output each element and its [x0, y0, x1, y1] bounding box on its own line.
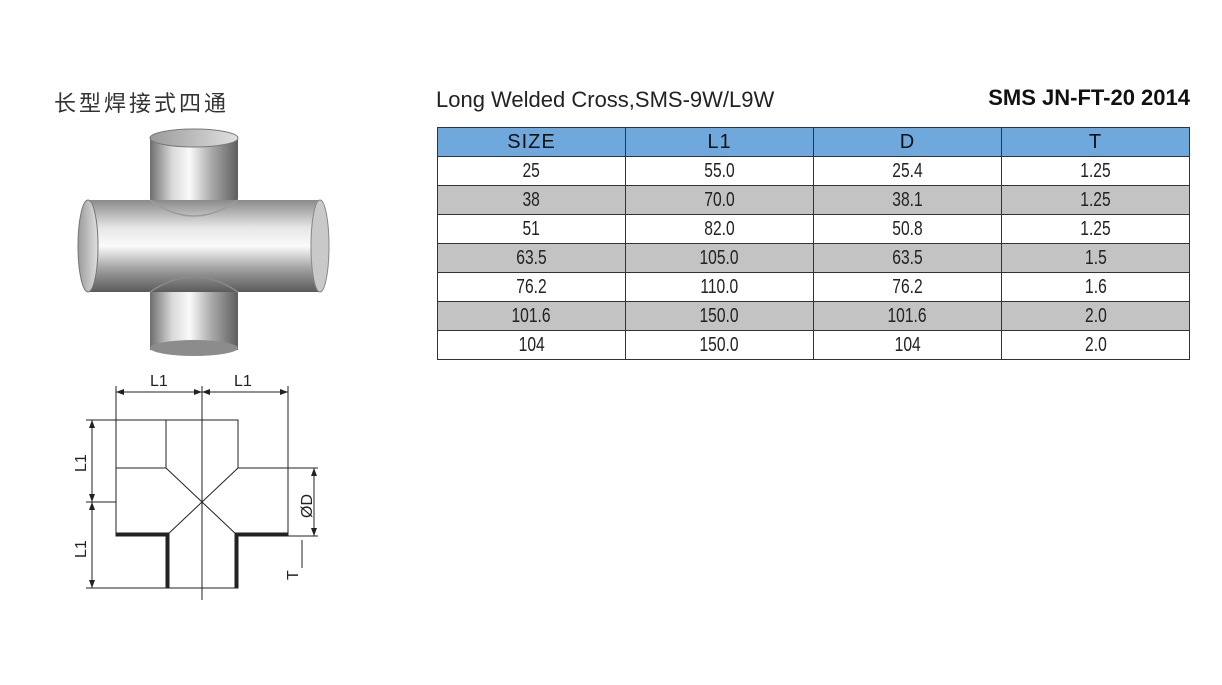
dim-t: T — [285, 570, 302, 580]
product-photo — [77, 128, 330, 356]
cell-d: 76.2 — [813, 272, 1002, 302]
dim-l1-side-lower: L1 — [73, 540, 90, 558]
col-l1-header: L1 — [625, 127, 814, 157]
technical-drawing: L1 L1 L1 L1 ØD T — [73, 373, 318, 600]
table-header-row: SIZE L1 D T — [437, 127, 1190, 157]
cell-t: 2.0 — [1001, 330, 1190, 360]
cell-size: 101.6 — [437, 301, 626, 331]
cell-d: 50.8 — [813, 214, 1002, 244]
dim-d: ØD — [299, 494, 316, 518]
bottom-opening — [150, 340, 238, 356]
cell-t: 2.0 — [1001, 301, 1190, 331]
dim-l1-side-upper: L1 — [73, 454, 90, 472]
cell-l1: 110.0 — [625, 272, 814, 302]
cell-size: 63.5 — [437, 243, 626, 273]
cell-size: 104 — [437, 330, 626, 360]
cell-l1: 150.0 — [625, 301, 814, 331]
left-opening — [77, 199, 99, 293]
standard-code: SMS JN-FT-20 2014 — [988, 85, 1190, 110]
cell-t: 1.5 — [1001, 243, 1190, 273]
cell-t: 1.6 — [1001, 272, 1190, 302]
chinese-title: 长型焊接式四通 — [54, 92, 230, 117]
table-row: 101.6 150.0 101.6 2.0 — [437, 301, 1190, 331]
table-row: 76.2 110.0 76.2 1.6 — [437, 272, 1190, 302]
cell-t: 1.25 — [1001, 185, 1190, 215]
cell-d: 63.5 — [813, 243, 1002, 273]
cell-size: 76.2 — [437, 272, 626, 302]
dim-l1-top-right: L1 — [234, 373, 252, 390]
cell-t: 1.25 — [1001, 156, 1190, 186]
table-row: 25 55.0 25.4 1.25 — [437, 156, 1190, 186]
cell-l1: 70.0 — [625, 185, 814, 215]
spec-table: SIZE L1 D T 25 55.0 25.4 1.25 38 70.0 38… — [437, 127, 1190, 360]
cell-l1: 55.0 — [625, 156, 814, 186]
english-title: Long Welded Cross,SMS-9W/L9W — [436, 87, 775, 112]
table-row: 104 150.0 104 2.0 — [437, 330, 1190, 360]
cell-d: 38.1 — [813, 185, 1002, 215]
cell-d: 101.6 — [813, 301, 1002, 331]
cell-t: 1.25 — [1001, 214, 1190, 244]
table-row: 63.5 105.0 63.5 1.5 — [437, 243, 1190, 273]
table-row: 51 82.0 50.8 1.25 — [437, 214, 1190, 244]
top-opening — [149, 128, 239, 148]
table-row: 38 70.0 38.1 1.25 — [437, 185, 1190, 215]
col-t-header: T — [1001, 127, 1190, 157]
right-opening — [310, 199, 330, 293]
cell-d: 104 — [813, 330, 1002, 360]
cell-d: 25.4 — [813, 156, 1002, 186]
col-d-header: D — [813, 127, 1002, 157]
cell-size: 51 — [437, 214, 626, 244]
cell-l1: 82.0 — [625, 214, 814, 244]
cell-size: 38 — [437, 185, 626, 215]
dim-l1-top-left: L1 — [150, 373, 168, 390]
cell-l1: 150.0 — [625, 330, 814, 360]
cell-size: 25 — [437, 156, 626, 186]
col-size-header: SIZE — [437, 127, 626, 157]
cell-l1: 105.0 — [625, 243, 814, 273]
